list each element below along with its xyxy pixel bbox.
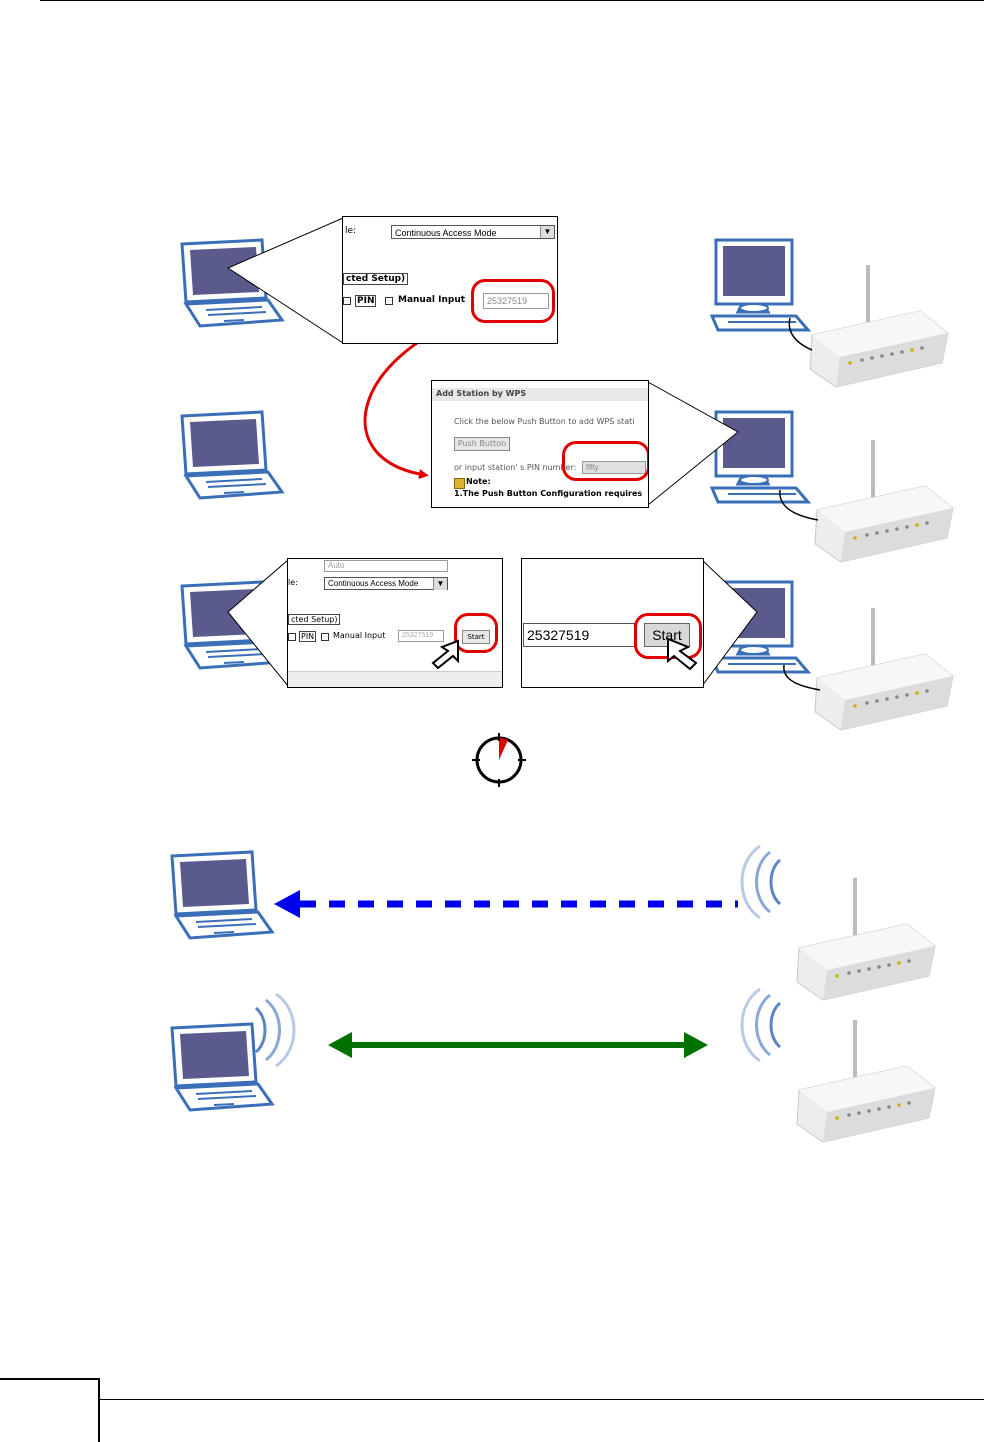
pin-radio[interactable] (288, 633, 296, 641)
pin-radio[interactable] (343, 297, 351, 305)
pin-input[interactable]: 25327519 (483, 293, 549, 309)
arrow-head (328, 1032, 352, 1058)
pin-prompt: or input station' s PIN number: (454, 463, 577, 472)
setup-label: cted Setup) (288, 614, 341, 625)
panel-title: Add Station by WPS (436, 389, 527, 398)
wireless-signal-icon (740, 844, 782, 920)
mouse-pointer-icon (667, 637, 698, 671)
highlight-ring (471, 279, 555, 323)
laptop-icon (180, 410, 284, 500)
footer-rule (100, 1399, 984, 1400)
note-text: 1.The Push Button Configuration requires (454, 489, 643, 498)
note-label: Note: (466, 477, 491, 486)
mode-label: le: (288, 578, 298, 587)
router-icon (814, 439, 954, 563)
manual-input-label: Manual Input (398, 295, 466, 305)
setup-label: cted Setup) (343, 273, 409, 285)
arrow-head (684, 1032, 708, 1058)
arrow-head (274, 890, 300, 918)
screenshot-client-start: Auto le: Continuous Access Mode cted Set… (287, 558, 503, 688)
page-number-box (0, 1378, 100, 1442)
router-icon (796, 1019, 936, 1143)
station-pin-input[interactable]: 25327519 (523, 623, 635, 647)
screenshot-add-station-by-wps: Add Station by WPS Click the below Push … (431, 380, 649, 508)
cable-line (783, 664, 821, 691)
router-icon (809, 264, 949, 388)
status-bar (288, 671, 502, 687)
note-icon (454, 478, 465, 489)
callout-wedge (227, 558, 289, 688)
screenshot-wireless-client-pin: le: Continuous Access Mode cted Setup) P… (342, 216, 558, 344)
pin-input[interactable]: 25327519 (398, 630, 444, 642)
mouse-pointer-icon (431, 639, 459, 669)
mode-label: le: (345, 226, 357, 236)
router-icon (814, 607, 954, 731)
highlight-ring (454, 613, 498, 653)
desktop-computer-icon (710, 238, 810, 332)
highlight-ring (562, 441, 648, 481)
manual-input-checkbox[interactable] (321, 633, 329, 641)
manual-input-label: Manual Input (333, 631, 386, 640)
timer-icon (472, 733, 526, 787)
auto-select[interactable]: Auto (324, 560, 448, 572)
panel-header (432, 388, 648, 401)
mode-select[interactable]: Continuous Access Mode (324, 577, 448, 590)
header-rule (40, 0, 984, 1)
wireless-signal-icon (254, 992, 296, 1068)
laptop-icon (170, 1022, 274, 1112)
screenshot-router-start: 25327519 Start (521, 558, 704, 688)
instruction-text: Click the below Push Button to add WPS s… (454, 417, 635, 426)
mode-select[interactable]: Continuous Access Mode (391, 225, 555, 239)
pin-label: PIN (355, 295, 377, 307)
push-button[interactable]: Push Button (454, 437, 510, 451)
cable-line (779, 489, 819, 521)
manual-input-checkbox[interactable] (385, 297, 393, 305)
router-icon (796, 877, 936, 1001)
cable-line (788, 317, 813, 351)
wireless-signal-icon (740, 987, 782, 1063)
start-button[interactable]: Start (462, 630, 490, 644)
laptop-icon (170, 850, 274, 940)
pin-label: PIN (299, 631, 317, 642)
